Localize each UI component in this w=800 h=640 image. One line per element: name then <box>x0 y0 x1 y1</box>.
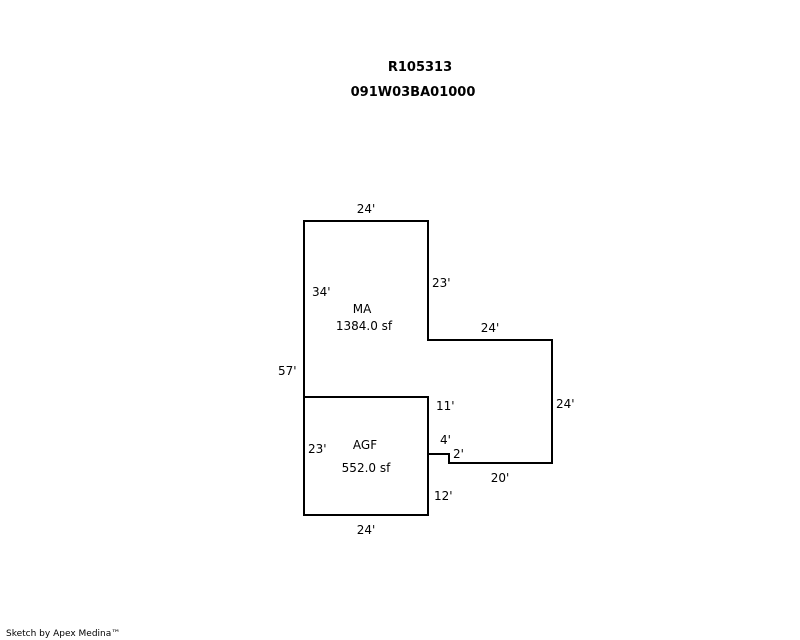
ma-area: 1384.0 sf <box>336 319 393 333</box>
dim-left-total: 57' <box>278 364 297 378</box>
agf-outline <box>303 396 429 516</box>
dim-ma-top: 24' <box>357 202 376 216</box>
dim-agf-left: 23' <box>308 442 327 456</box>
agf-label: AGF <box>353 438 377 452</box>
agf-area: 552.0 sf <box>342 461 391 475</box>
dim-ma-bottom: 20' <box>491 471 510 485</box>
dim-ma-right-lower: 24' <box>556 397 575 411</box>
footer-credit: Sketch by Apex Medina™ <box>6 629 120 639</box>
map-number: 091W03BA01000 <box>351 85 476 100</box>
dim-ma-step-top: 24' <box>481 321 500 335</box>
dim-agf-right-upper: 11' <box>436 399 455 413</box>
dim-agf-bottom: 24' <box>357 523 376 537</box>
dim-ma-right-upper: 23' <box>432 276 451 290</box>
dim-agf-right-lower: 12' <box>434 489 453 503</box>
ma-label: MA <box>353 302 372 316</box>
dim-notch-height: 2' <box>453 447 464 461</box>
dim-notch-width: 4' <box>440 433 451 447</box>
dim-ma-inner-left: 34' <box>312 285 331 299</box>
parcel-id: R105313 <box>388 60 452 75</box>
